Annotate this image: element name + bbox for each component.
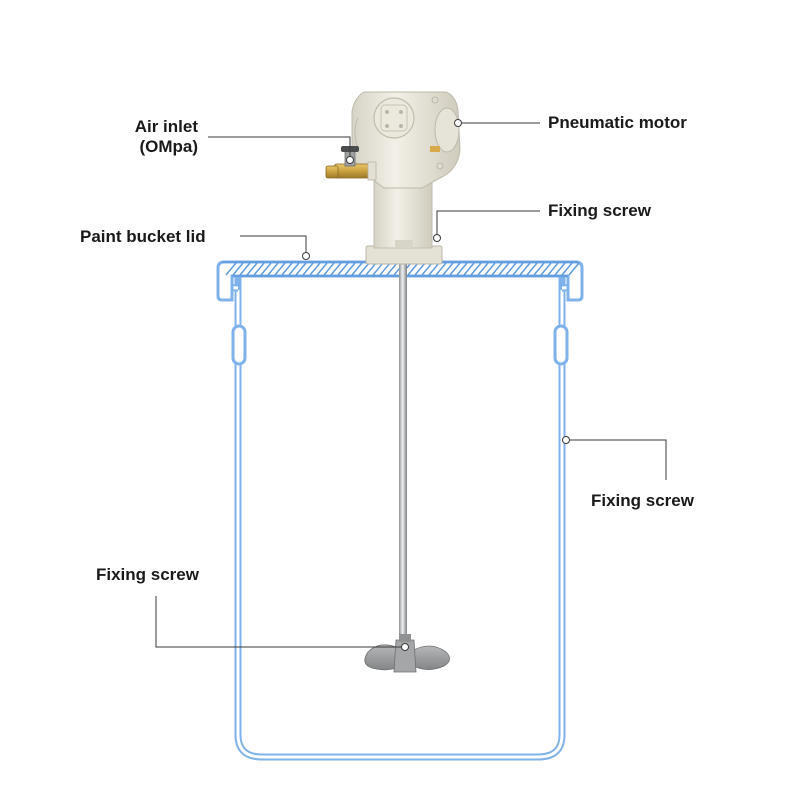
lid-hatch-line xyxy=(330,262,342,276)
label-fixing-screw-right: Fixing screw xyxy=(591,491,694,510)
lid-hatch-line xyxy=(232,262,244,276)
lid-hatch-line xyxy=(498,262,510,276)
lid-hatch-line xyxy=(267,262,279,276)
lid-hatch-line xyxy=(456,262,468,276)
lid-hatch-line xyxy=(351,262,363,276)
lid-hatch-line xyxy=(337,262,349,276)
lid-hatch-line xyxy=(386,262,398,276)
lid-hatch-line xyxy=(463,262,475,276)
lid-hatch-line xyxy=(505,262,517,276)
label-pneumatic-motor: Pneumatic motor xyxy=(548,113,687,132)
lid-hatch-line xyxy=(295,262,307,276)
lid-hatch-line xyxy=(260,262,272,276)
annotation-leaders xyxy=(155,119,667,651)
lid-hatch-line xyxy=(379,262,391,276)
lid-hatch-line xyxy=(547,262,559,276)
impeller xyxy=(364,634,450,673)
lid-hatch-line xyxy=(561,262,573,276)
label-air-inlet: Air inlet (OMpa) xyxy=(80,117,198,157)
leader-dot-air-inlet xyxy=(346,156,354,164)
leader-dot-fixing-screw-bottom xyxy=(401,643,409,651)
lid-hatch-line xyxy=(540,262,552,276)
lid-hatch-line xyxy=(421,262,433,276)
lid-hatch-line xyxy=(470,262,482,276)
lid-hatch-line xyxy=(358,262,370,276)
lid-hatch-line xyxy=(302,262,314,276)
lid-hatch-line xyxy=(435,262,447,276)
lid-hatch-line xyxy=(316,262,328,276)
lid-hatch-line xyxy=(253,262,265,276)
label-air-inlet-line1: Air inlet xyxy=(134,117,198,136)
lid-hatch-line xyxy=(323,262,335,276)
leader-fixing-screw-right xyxy=(568,439,667,480)
label-paint-bucket-lid: Paint bucket lid xyxy=(80,227,206,246)
leader-fixing-screw-bottom xyxy=(155,596,402,648)
lid-hatch-line xyxy=(491,262,503,276)
lid-hatch-line xyxy=(365,262,377,276)
leader-dot-fixing-screw-right xyxy=(562,436,570,444)
lid-hatch-line xyxy=(512,262,524,276)
lid-hatch-line xyxy=(519,262,531,276)
lid-hatch-line xyxy=(344,262,356,276)
lid-hatch-line xyxy=(372,262,384,276)
lid-hatch-line xyxy=(239,262,251,276)
lid-hatch-line xyxy=(484,262,496,276)
lid-hatch-line xyxy=(246,262,258,276)
lid-hatch-line xyxy=(526,262,538,276)
pneumatic-motor xyxy=(351,91,461,189)
leader-dot-pneumatic-motor xyxy=(454,119,462,127)
lid-hatch-line xyxy=(568,262,580,276)
lid-hatch-line xyxy=(449,262,461,276)
motor-mount xyxy=(365,179,443,265)
leader-fixing-screw-top xyxy=(436,210,540,236)
lid-hatch-line xyxy=(288,262,300,276)
lid-hatch-line xyxy=(554,262,566,276)
leader-dot-fixing-screw-top xyxy=(433,234,441,242)
lid-hatch-line xyxy=(281,262,293,276)
label-air-inlet-line2: (OMpa) xyxy=(139,137,198,156)
lid-hatch-line xyxy=(407,262,419,276)
lid-hatch-line xyxy=(428,262,440,276)
leader-dot-paint-bucket-lid xyxy=(302,252,310,260)
lid-hatch-line xyxy=(533,262,545,276)
leader-air-inlet xyxy=(208,136,351,158)
lid-hatch-line xyxy=(477,262,489,276)
lid-hatch-line xyxy=(414,262,426,276)
lid-hatch-line xyxy=(442,262,454,276)
label-fixing-screw-top: Fixing screw xyxy=(548,201,651,220)
lid-hatch-line xyxy=(225,262,237,276)
label-fixing-screw-bottom: Fixing screw xyxy=(96,565,199,584)
lid-hatch-line xyxy=(309,262,321,276)
leader-paint-bucket-lid xyxy=(240,235,307,254)
lid-hatch-line xyxy=(274,262,286,276)
mixing-shaft xyxy=(399,262,407,650)
